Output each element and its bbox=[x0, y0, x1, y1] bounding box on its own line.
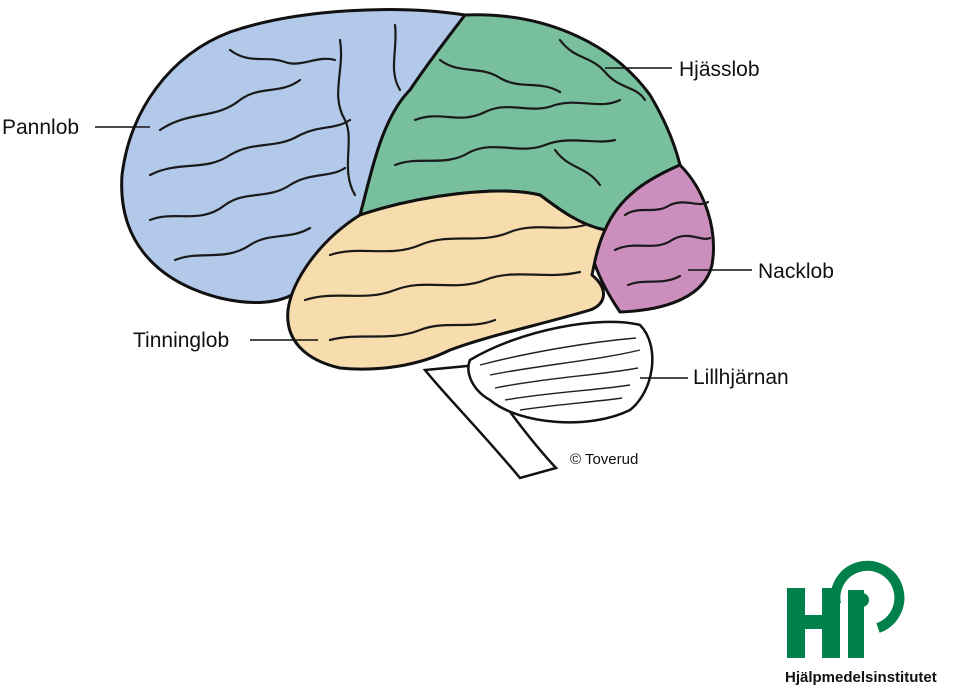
occipital-folds bbox=[613, 200, 712, 287]
label-temporal-lobe: Tinninglob bbox=[133, 329, 229, 352]
parietal-folds bbox=[393, 38, 647, 187]
label-frontal-lobe: Pannlob bbox=[2, 116, 79, 139]
hjalpmedelsinstitutet-logo: Hjälpmedelsinstitutet bbox=[785, 560, 937, 686]
copyright-credit: © Toverud bbox=[570, 451, 638, 468]
temporal-lobe bbox=[286, 189, 607, 371]
hi-logo-mark bbox=[787, 560, 905, 658]
label-occipital-lobe: Nacklob bbox=[758, 260, 834, 283]
frontal-folds bbox=[148, 23, 402, 262]
label-cerebellum: Lillhjärnan bbox=[693, 366, 789, 389]
label-parietal-lobe: Hjässlob bbox=[679, 58, 760, 81]
temporal-folds bbox=[303, 223, 587, 342]
cerebellum-folds bbox=[479, 337, 641, 411]
logo-wordmark: Hjälpmedelsinstitutet bbox=[785, 669, 937, 686]
cerebellum bbox=[467, 320, 654, 424]
